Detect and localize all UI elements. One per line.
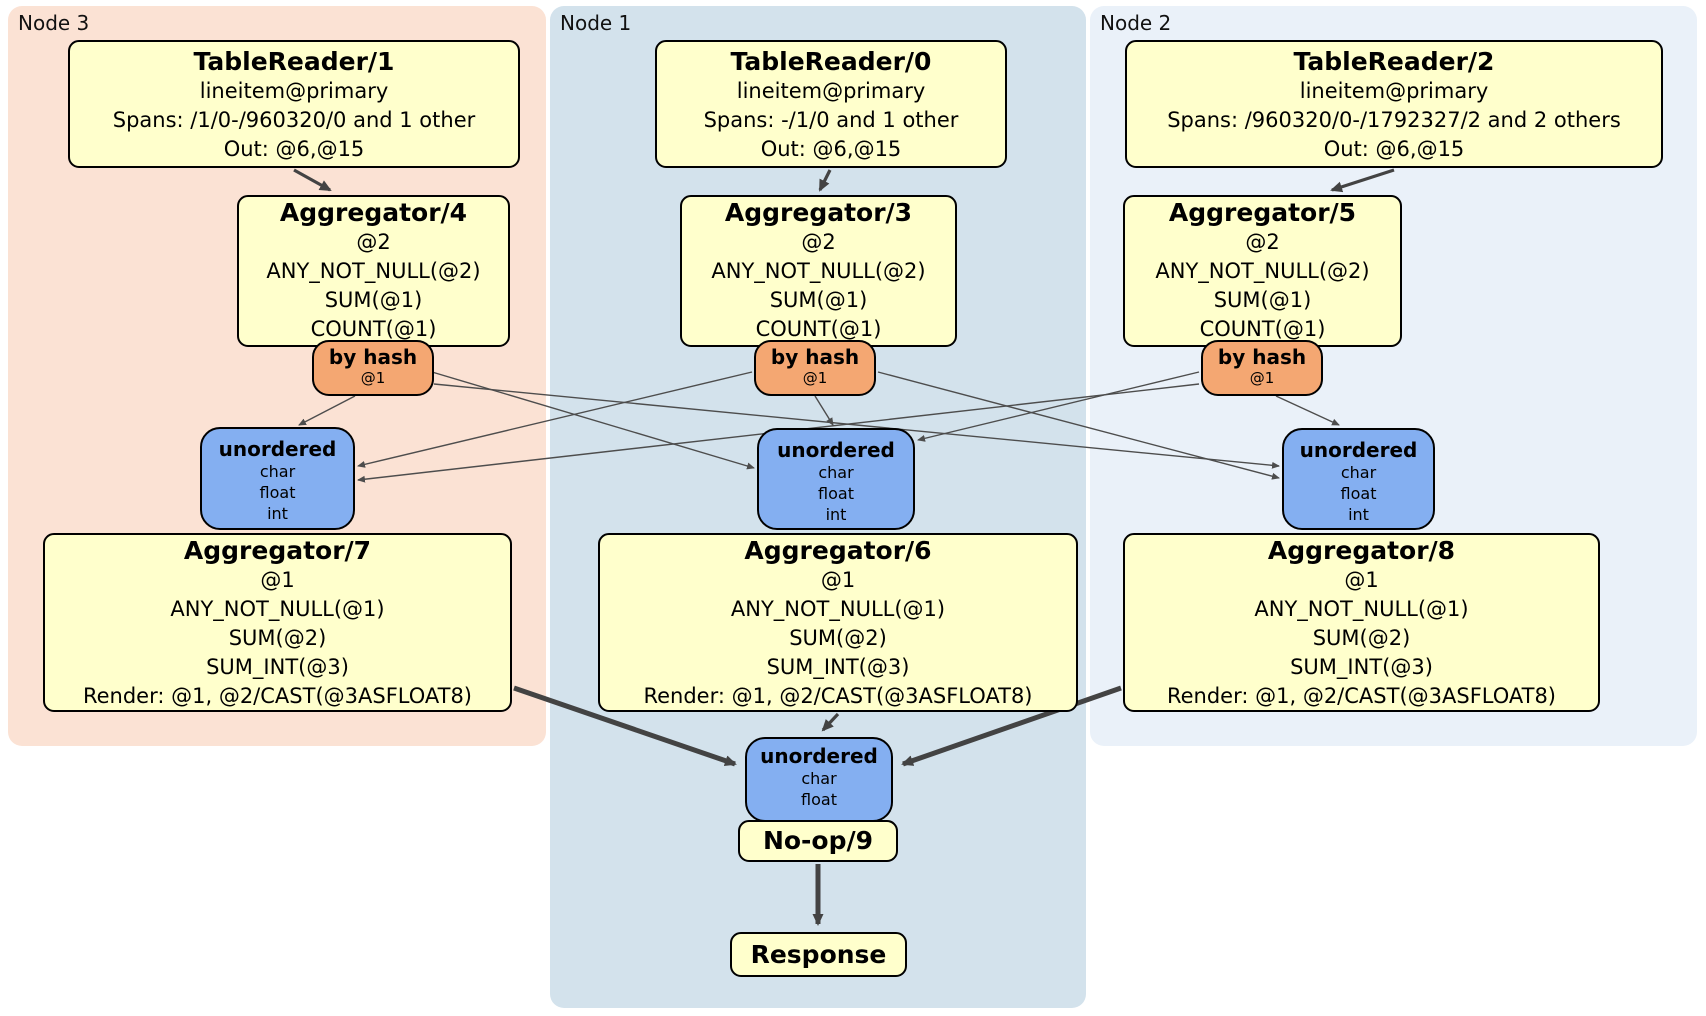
edge-r1-u3 xyxy=(357,371,753,468)
node1-label: Node 1 xyxy=(560,11,632,35)
processor-title: Aggregator/4 xyxy=(279,198,468,227)
router-by-hash-node2: by hash @1 xyxy=(1201,340,1323,396)
sync-unordered-node1: unordered char float int xyxy=(757,428,915,530)
response-box: Response xyxy=(730,932,907,977)
edge-agg8-ub xyxy=(901,685,1122,767)
processor-aggregator-5: Aggregator/5 @2 ANY_NOT_NULL(@2) SUM(@1)… xyxy=(1123,195,1402,347)
router-by-hash-node1: by hash @1 xyxy=(754,340,876,396)
processor-title: Aggregator/6 xyxy=(744,536,932,565)
edge-tr0-agg3 xyxy=(818,169,832,192)
processor-noop-9: No-op/9 xyxy=(738,820,898,862)
sync-unordered-node2: unordered char float int xyxy=(1282,428,1435,530)
edge-agg7-ub xyxy=(513,685,737,767)
processor-aggregator-4: Aggregator/4 @2 ANY_NOT_NULL(@2) SUM(@1)… xyxy=(237,195,510,347)
edge-agg6-ub xyxy=(821,712,840,732)
processor-title: TableReader/2 xyxy=(1293,47,1495,76)
processor-title: Aggregator/5 xyxy=(1168,198,1357,227)
edge-r1-u1 xyxy=(814,395,834,426)
processor-tablereader-2: TableReader/2 lineitem@primary Spans: /9… xyxy=(1125,40,1663,168)
edge-r3-u1 xyxy=(431,371,755,470)
processor-title: Aggregator/3 xyxy=(724,198,913,227)
sync-unordered-node3: unordered char float int xyxy=(200,427,355,530)
processor-aggregator-6: Aggregator/6 @1 ANY_NOT_NULL(@1) SUM(@2)… xyxy=(598,533,1078,712)
processor-aggregator-8: Aggregator/8 @1 ANY_NOT_NULL(@1) SUM(@2)… xyxy=(1123,533,1600,712)
processor-title: Aggregator/8 xyxy=(1267,536,1456,565)
edge-r1-u2 xyxy=(877,371,1280,480)
node3-label: Node 3 xyxy=(18,11,90,35)
edge-tr1-agg4 xyxy=(293,168,332,192)
processor-tablereader-0: TableReader/0 lineitem@primary Spans: -/… xyxy=(655,40,1007,168)
edge-r2-u1 xyxy=(917,371,1200,442)
sync-unordered-final: unordered char float xyxy=(745,737,893,822)
edge-r3-u2 xyxy=(433,383,1280,469)
processor-aggregator-3: Aggregator/3 @2 ANY_NOT_NULL(@2) SUM(@1)… xyxy=(680,195,957,347)
processor-aggregator-7: Aggregator/7 @1 ANY_NOT_NULL(@1) SUM(@2)… xyxy=(43,533,512,712)
processor-title: TableReader/1 xyxy=(193,47,395,76)
edge-r3-u3 xyxy=(298,395,356,426)
router-by-hash-node3: by hash @1 xyxy=(312,340,434,396)
processor-tablereader-1: TableReader/1 lineitem@primary Spans: /1… xyxy=(68,40,520,168)
edge-r2-u2 xyxy=(1275,395,1340,426)
processor-title: TableReader/0 xyxy=(730,47,932,76)
edge-tr2-agg5 xyxy=(1330,168,1395,193)
processor-title: Aggregator/7 xyxy=(183,536,372,565)
node2-label: Node 2 xyxy=(1100,11,1172,35)
